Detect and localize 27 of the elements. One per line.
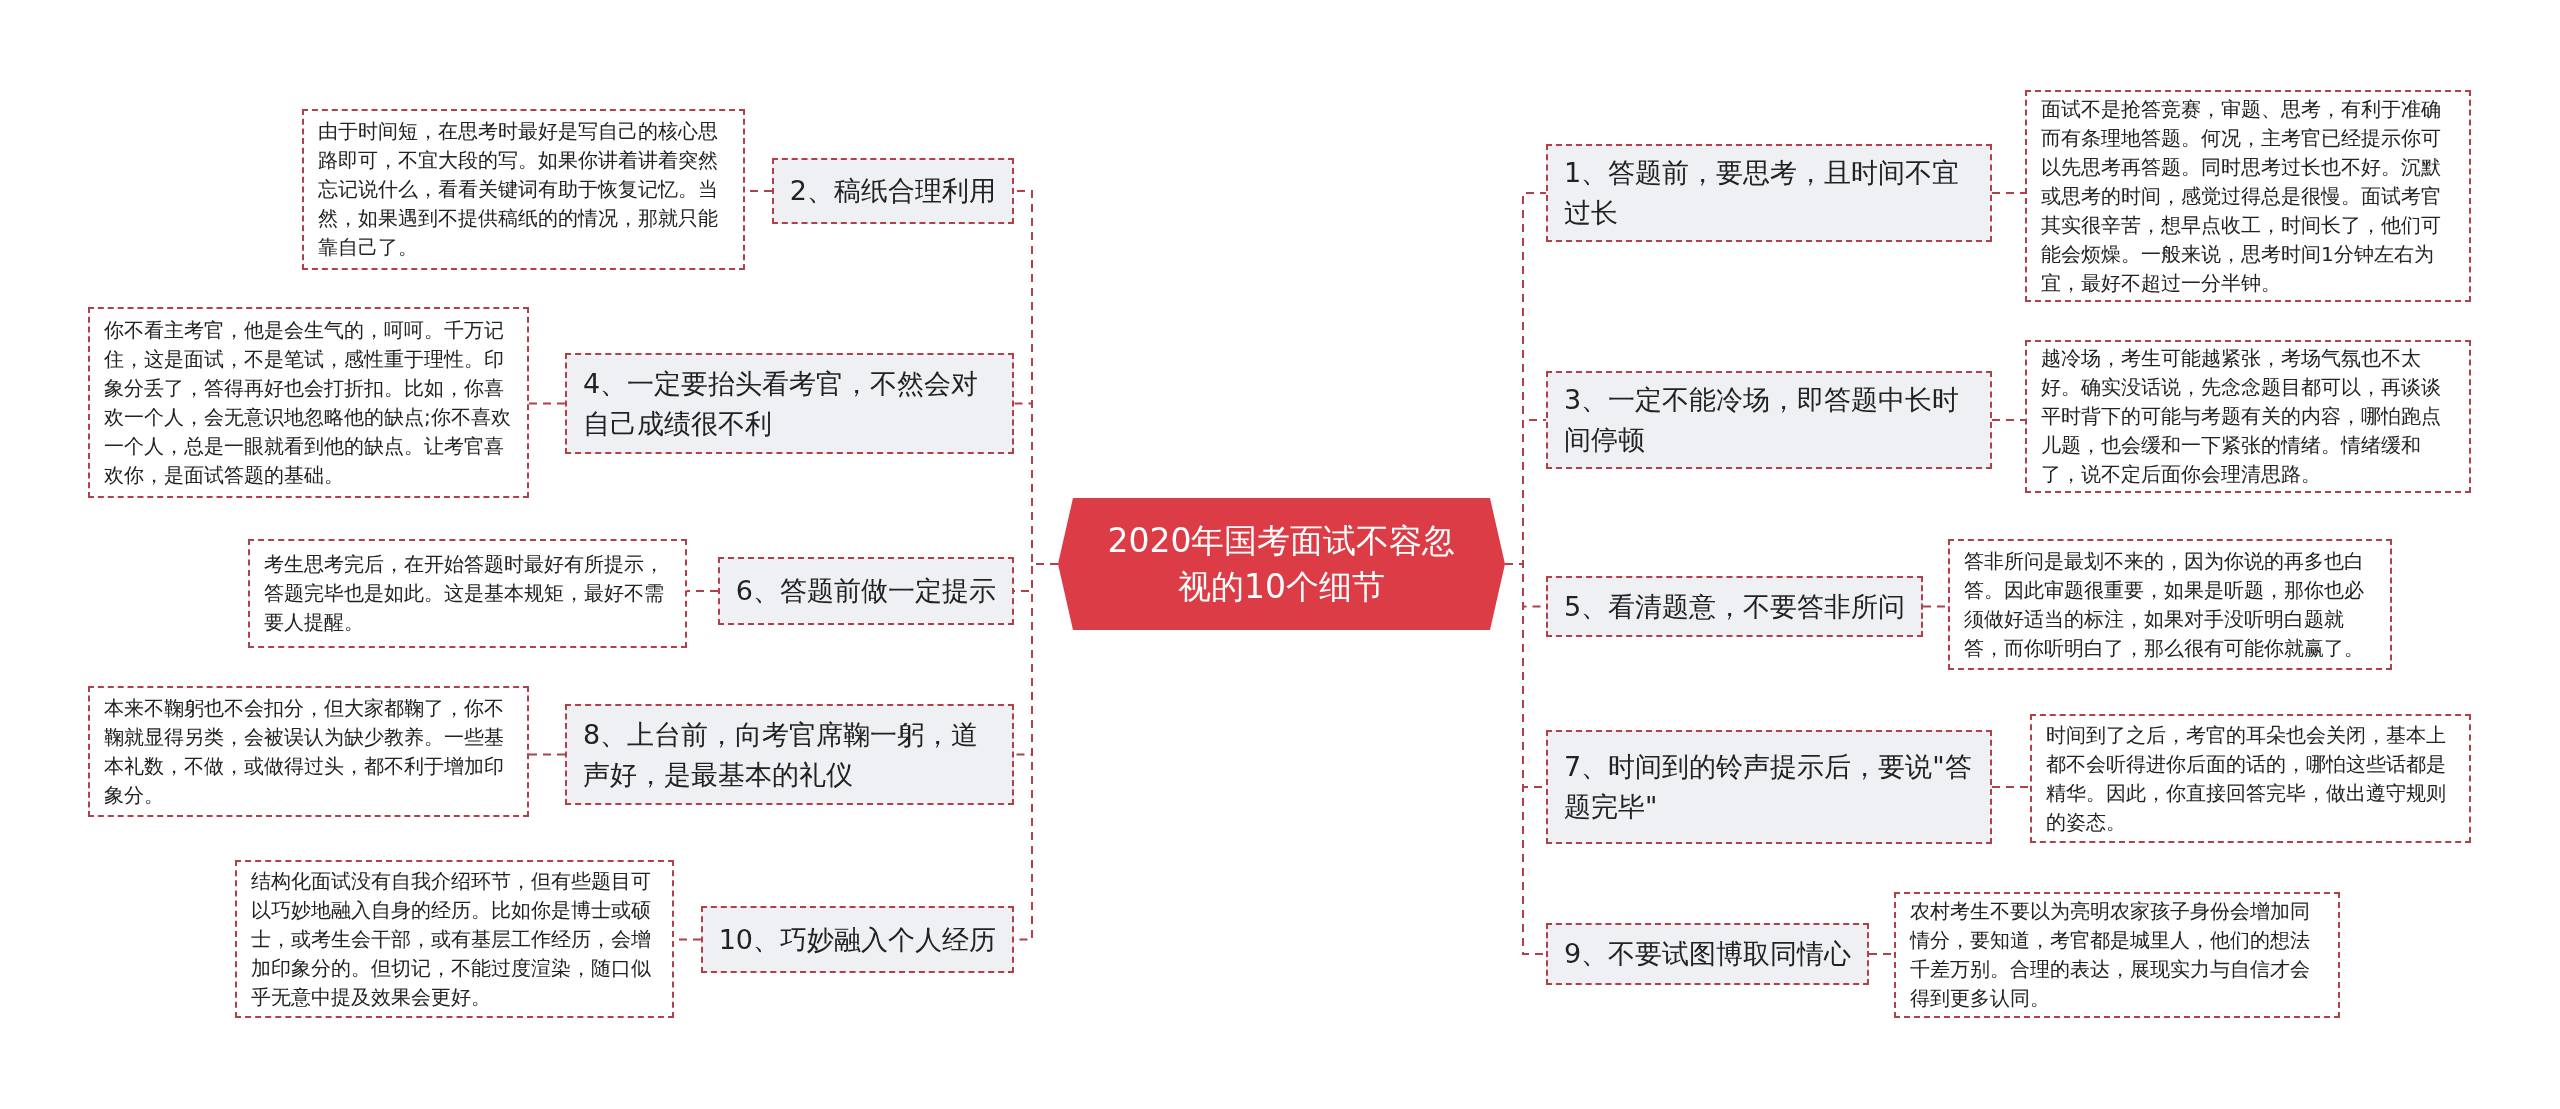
connector-line xyxy=(686,590,719,592)
note-box: 你不看主考官，他是会生气的，呵呵。千万记住，这是面试，不是笔试，感性重于理性。印象分丢了，答得再好也会打折扣。比如，你喜欢一个人，会无意识地忽略他的缺点;你不喜欢一个人，总是一眼就看到他的缺点。让考官喜欢你，是面试答题的基础。 xyxy=(88,307,529,498)
topic-box: 7、时间到的铃声提示后，要说"答题完毕" xyxy=(1546,730,1992,844)
note-box: 由于时间短，在思考时最好是写自己的核心思路即可，不宜大段的写。如果你讲着讲着突然忘记说什么，看看关键词有助于恢复记忆。当然，如果遇到不提供稿纸的的情况，那就只能靠自己了。 xyxy=(302,109,745,270)
note-box: 考生思考完后，在开始答题时最好有所提示，答题完毕也是如此。这是基本规矩，最好不需要人提醒。 xyxy=(248,539,687,648)
note-box: 面试不是抢答竞赛，审题、思考，有利于准确而有条理地答题。何况，主考官已经提示你可以先思考再答题。同时思考过长也不好。沉默或思考的时间，感觉过得总是很慢。面试考官其实很辛苦，想早点收工，时间长了，他们可能会烦燥。一般来说，思考时间1分钟左右为宜，最好不超过一分半钟。 xyxy=(2025,90,2471,302)
connector-line xyxy=(1991,192,2026,194)
topic-box: 5、看清题意，不要答非所问 xyxy=(1546,576,1924,637)
note-box: 结构化面试没有自我介绍环节，但有些题目可以巧妙地融入自身的经历。比如你是博士或硕士，或考生会干部，或有基层工作经历，会增加印象分的。但切记，不能过度渲染，随口似乎无意中提及效果会更好。 xyxy=(235,860,674,1018)
note-box: 时间到了之后，考官的耳朵也会关闭，基本上都不会听得进你后面的话的，哪怕这些话都是精华。因此，你直接回答完毕，做出遵守规则的姿态。 xyxy=(2030,714,2471,843)
topic-box: 6、答题前做一定提示 xyxy=(717,557,1014,625)
note-box: 答非所问是最划不来的，因为你说的再多也白答。因此审题很重要，如果是听题，那你也必须做好适当的标注，如果对手没听明白题就答，而你听明白了，那么很有可能你就赢了。 xyxy=(1948,539,2392,670)
connector-line xyxy=(1991,419,2026,421)
title-hexagon: 2020年国考面试不容忽视的10个细节 xyxy=(1058,498,1505,630)
note-box: 本来不鞠躬也不会扣分，但大家都鞠了，你不鞠就显得另类，会被误认为缺少教养。一些基本礼数，不做，或做得过头，都不利于增加印象分。 xyxy=(88,686,529,817)
connector-line xyxy=(528,753,566,756)
topic-box: 10、巧妙融入个人经历 xyxy=(700,906,1014,973)
note-box: 越冷场，考生可能越紧张，考场气氛也不太好。确实没话说，先念念题目都可以，再谈谈平时背下的可能与考题有关的内容，哪怕跑点儿题，也会缓和一下紧张的情绪。情绪缓和了，说不定后面你会理清思路。 xyxy=(2025,340,2471,493)
topic-box: 1、答题前，要思考，且时间不宜过长 xyxy=(1546,144,1992,242)
topic-box: 3、一定不能冷场，即答题中长时间停顿 xyxy=(1546,371,1992,469)
topic-box: 2、稿纸合理利用 xyxy=(771,158,1014,224)
topic-box: 4、一定要抬头看考官，不然会对自己成绩很不利 xyxy=(565,353,1014,454)
topic-box: 8、上台前，向考官席鞠一躬，道声好，是最基本的礼仪 xyxy=(565,704,1014,805)
topic-box: 9、不要试图博取同情心 xyxy=(1546,923,1870,985)
connector-line xyxy=(528,402,566,405)
connector-line xyxy=(1991,786,2031,788)
note-box: 农村考生不要以为亮明农家孩子身份会增加同情分，要知道，考官都是城里人，他们的想法千差万别。合理的表达，展现实力与自信才会得到更多认同。 xyxy=(1894,892,2340,1018)
